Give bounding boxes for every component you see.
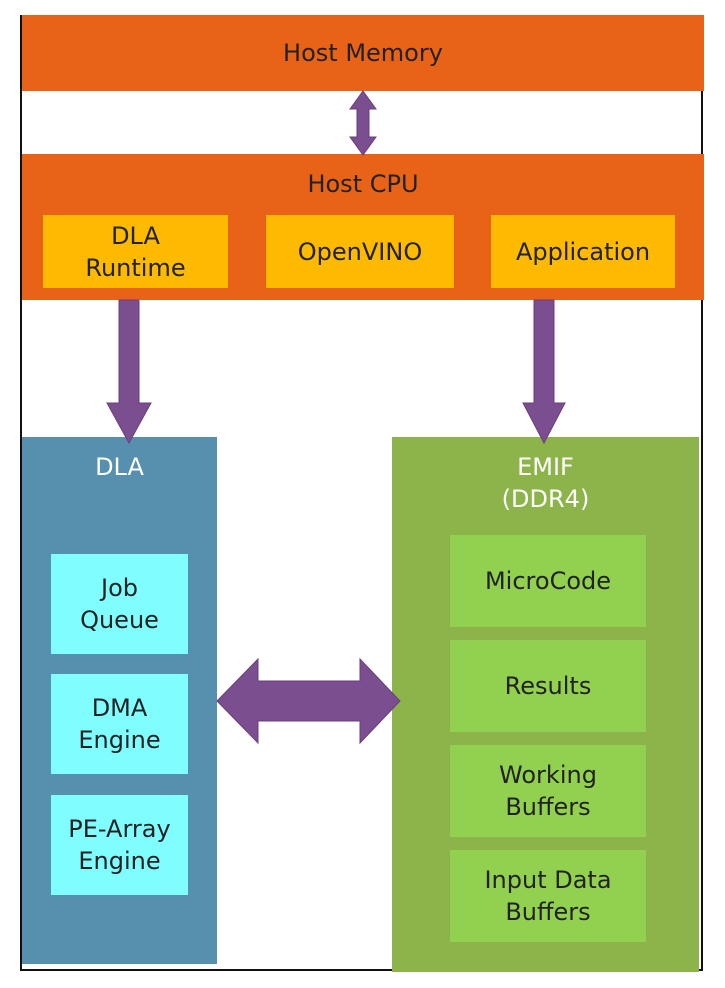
job-queue-label: Job Queue xyxy=(80,574,159,634)
application-label: Application xyxy=(515,237,651,266)
host-memory-block: Host Memory xyxy=(22,15,704,91)
emif-label: EMIF (DDR4) xyxy=(501,453,590,513)
application-box: Application xyxy=(491,215,675,288)
working-buffers-box: Working Buffers xyxy=(450,745,646,837)
application-to-emif-arrow xyxy=(522,299,566,445)
memory-cpu-double-arrow xyxy=(349,90,377,156)
job-queue-box: Job Queue xyxy=(51,554,188,654)
microcode-box: MicroCode xyxy=(450,535,646,627)
openvino-box: OpenVINO xyxy=(266,215,454,288)
microcode-label: MicroCode xyxy=(484,567,612,595)
dma-engine-box: DMA Engine xyxy=(51,674,188,774)
pe-array-engine-label: PE-Array Engine xyxy=(68,815,171,875)
pe-array-engine-box: PE-Array Engine xyxy=(51,795,188,895)
working-buffers-label: Working Buffers xyxy=(499,761,597,821)
host-cpu-label: Host CPU xyxy=(307,170,419,198)
runtime-to-dla-arrow xyxy=(106,299,152,445)
dla-emif-double-arrow xyxy=(216,657,401,745)
input-data-buffers-box: Input Data Buffers xyxy=(450,850,646,942)
dla-label: DLA xyxy=(95,453,144,481)
input-data-buffers-label: Input Data Buffers xyxy=(484,866,612,926)
dla-runtime-box: DLA Runtime xyxy=(43,215,228,288)
openvino-label: OpenVINO xyxy=(297,237,423,266)
results-box: Results xyxy=(450,640,646,732)
dma-engine-label: DMA Engine xyxy=(78,694,161,754)
dla-runtime-label: DLA Runtime xyxy=(85,221,186,282)
host-memory-label: Host Memory xyxy=(283,39,443,67)
results-label: Results xyxy=(504,672,592,700)
